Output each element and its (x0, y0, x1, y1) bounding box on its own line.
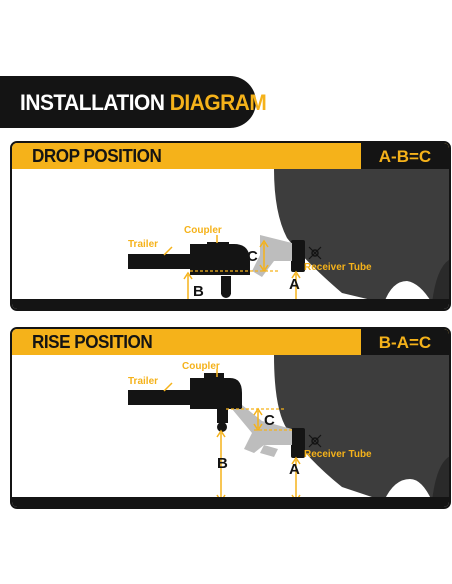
title-part-1: INSTALLATION (20, 90, 165, 115)
hitch-shank (232, 405, 292, 453)
receiver-label: Receiver Tube (304, 449, 372, 460)
rise-diagram (128, 355, 449, 503)
dim-c-label: C (247, 248, 258, 265)
trailer-label: Trailer (128, 376, 159, 387)
dim-b-label: B (193, 283, 204, 300)
rise-panel-ground (12, 497, 449, 507)
ball-mount (221, 276, 231, 294)
dim-b-label: B (217, 455, 228, 472)
hitch-pin-icon (308, 434, 322, 448)
dim-c-label: C (264, 412, 275, 429)
hitch-shank (252, 235, 292, 277)
coupler-head (190, 244, 250, 275)
vehicle-body (274, 355, 449, 501)
receiver-label: Receiver Tube (304, 262, 372, 273)
dim-a-label: A (289, 276, 300, 293)
page-title: INSTALLATION DIAGRAM (20, 90, 267, 116)
hitch-pin-icon (308, 246, 322, 260)
drop-position-panel: DROP POSITION A-B=C Trailer Coupler Rece… (10, 141, 451, 311)
drop-formula-box (361, 143, 449, 169)
coupler-label: Coupler (182, 361, 220, 372)
title-part-2: DIAGRAM (169, 90, 267, 115)
receiver-tube (291, 428, 305, 458)
coupler-label: Coupler (184, 225, 222, 236)
ball-nut (217, 422, 227, 432)
vehicle-body (274, 169, 449, 303)
drop-panel-ground (12, 299, 449, 309)
rise-position-panel: RISE POSITION B-A=C Trailer Coupler Rece… (10, 327, 451, 509)
rise-panel-title: RISE POSITION (32, 332, 153, 352)
coupler-head (190, 378, 242, 409)
drop-diagram (128, 169, 449, 309)
dim-a-label: A (289, 461, 300, 478)
coupler-latch (204, 373, 224, 379)
drop-formula: A-B=C (378, 147, 432, 166)
trailer-label: Trailer (128, 239, 159, 250)
rise-formula-box (361, 329, 449, 355)
vehicle-wheel (432, 456, 449, 501)
rise-formula: B-A=C (378, 333, 432, 352)
drop-panel-title: DROP POSITION (32, 146, 162, 166)
ball-nut (221, 288, 231, 298)
coupler-latch (207, 242, 229, 248)
receiver-tube (291, 240, 305, 272)
vehicle-wheel (432, 259, 449, 303)
ball-mount (217, 409, 228, 423)
header-banner (0, 76, 256, 128)
